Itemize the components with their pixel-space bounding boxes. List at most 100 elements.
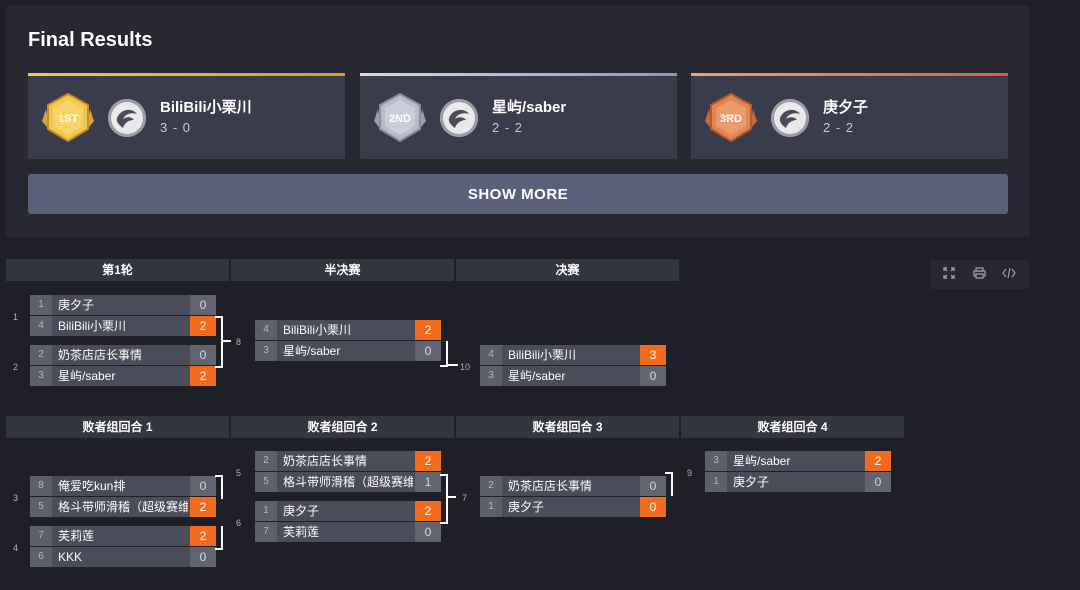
- team-score: 0: [640, 366, 666, 386]
- team-name[interactable]: 星屿/saber: [283, 344, 341, 358]
- seed-number: 3: [705, 451, 727, 471]
- team-name[interactable]: 庚夕子: [283, 504, 320, 518]
- final-results-title: Final Results: [28, 29, 153, 51]
- first-place-card: 1ST BiliBili小栗川 3 - 0: [28, 73, 345, 159]
- bracket-connector: [447, 496, 456, 498]
- gold-medal-icon: 1ST: [42, 92, 94, 143]
- team-name[interactable]: 星屿/saber: [58, 369, 116, 383]
- bracket-connector: [440, 474, 448, 524]
- match-row[interactable]: 5 格斗带师滑稽（超级赛维人）2: [30, 497, 216, 517]
- team-score: 0: [640, 497, 666, 517]
- team-name[interactable]: 庚夕子: [733, 475, 770, 489]
- third-place-team[interactable]: 庚夕子: [823, 99, 869, 116]
- team-logo: [440, 99, 478, 137]
- seed-number: 1: [255, 501, 277, 521]
- match-row[interactable]: 1 庚夕子 0: [30, 295, 216, 315]
- final-results-panel: Final Results 1ST BiliBili小栗川 3 - 0 2ND …: [6, 5, 1030, 237]
- round-header-lower-4: 败者组回合 4: [681, 416, 904, 438]
- match-row[interactable]: 3 星屿/saber 0: [480, 366, 666, 386]
- match-number: 5: [236, 468, 242, 478]
- round-header-upper-3: 决赛: [456, 259, 679, 281]
- team-name[interactable]: 奶茶店店长事情: [283, 454, 368, 468]
- match-row[interactable]: 2 奶茶店店长事情 0: [480, 476, 666, 496]
- team-name[interactable]: 俺爱吃kun排: [58, 479, 126, 493]
- seed-number: 3: [30, 366, 52, 386]
- seed-number: 3: [480, 366, 502, 386]
- print-icon[interactable]: [970, 266, 988, 284]
- team-name[interactable]: BiliBili小栗川: [58, 319, 127, 333]
- seed-number: 7: [30, 526, 52, 546]
- team-name[interactable]: 庚夕子: [58, 298, 95, 312]
- team-name[interactable]: 格斗带师滑稽（超级赛维人）: [283, 475, 413, 489]
- svg-text:1ST: 1ST: [58, 113, 78, 125]
- seed-number: 4: [30, 316, 52, 336]
- seed-number: 2: [480, 476, 502, 496]
- team-name[interactable]: 庚夕子: [508, 500, 545, 514]
- seed-number: 1: [30, 295, 52, 315]
- team-name[interactable]: KKK: [58, 550, 83, 564]
- seed-number: 6: [30, 547, 52, 567]
- team-name[interactable]: 芙莉莲: [283, 525, 320, 539]
- bracket-connector: [222, 340, 231, 342]
- expand-icon[interactable]: [940, 266, 958, 284]
- team-name[interactable]: 星屿/saber: [508, 369, 566, 383]
- bronze-medal-icon: 3RD: [705, 92, 757, 143]
- team-name[interactable]: 星屿/saber: [733, 454, 791, 468]
- match-number: 10: [460, 362, 471, 372]
- code-icon[interactable]: [1000, 266, 1018, 284]
- seed-number: 5: [30, 497, 52, 517]
- team-score: 0: [190, 345, 216, 365]
- second-place-score: 2 - 2: [492, 120, 524, 135]
- team-name[interactable]: 奶茶店店长事情: [58, 348, 143, 362]
- team-name[interactable]: 格斗带师滑稽（超级赛维人）: [58, 500, 188, 514]
- team-name[interactable]: 奶茶店店长事情: [508, 479, 593, 493]
- third-place-card: 3RD 庚夕子 2 - 2: [691, 73, 1008, 159]
- team-score: 0: [190, 295, 216, 315]
- team-score: 0: [640, 476, 666, 496]
- silver-medal-icon: 2ND: [374, 92, 426, 143]
- team-name[interactable]: 芙莉莲: [58, 529, 95, 543]
- team-score: 0: [190, 476, 216, 496]
- team-logo: [771, 99, 809, 137]
- round-header-lower-3: 败者组回合 3: [456, 416, 679, 438]
- match-number: 9: [687, 468, 693, 478]
- match-row[interactable]: 4 BiliBili小栗川 2: [255, 320, 441, 340]
- first-place-team[interactable]: BiliBili小栗川: [160, 99, 252, 116]
- team-score: 2: [190, 526, 216, 546]
- team-score: 2: [415, 320, 441, 340]
- second-place-team[interactable]: 星屿/saber: [492, 99, 567, 116]
- team-name[interactable]: BiliBili小栗川: [283, 323, 352, 337]
- round-header-upper-1: 第1轮: [6, 259, 229, 281]
- seed-number: 4: [255, 320, 277, 340]
- match-row[interactable]: 7 芙莉莲 2: [30, 526, 216, 546]
- bracket-connector: [215, 475, 223, 499]
- team-name[interactable]: BiliBili小栗川: [508, 348, 577, 362]
- match-number: 8: [236, 337, 242, 347]
- team-score: 2: [190, 497, 216, 517]
- show-more-button[interactable]: SHOW MORE: [28, 174, 1008, 214]
